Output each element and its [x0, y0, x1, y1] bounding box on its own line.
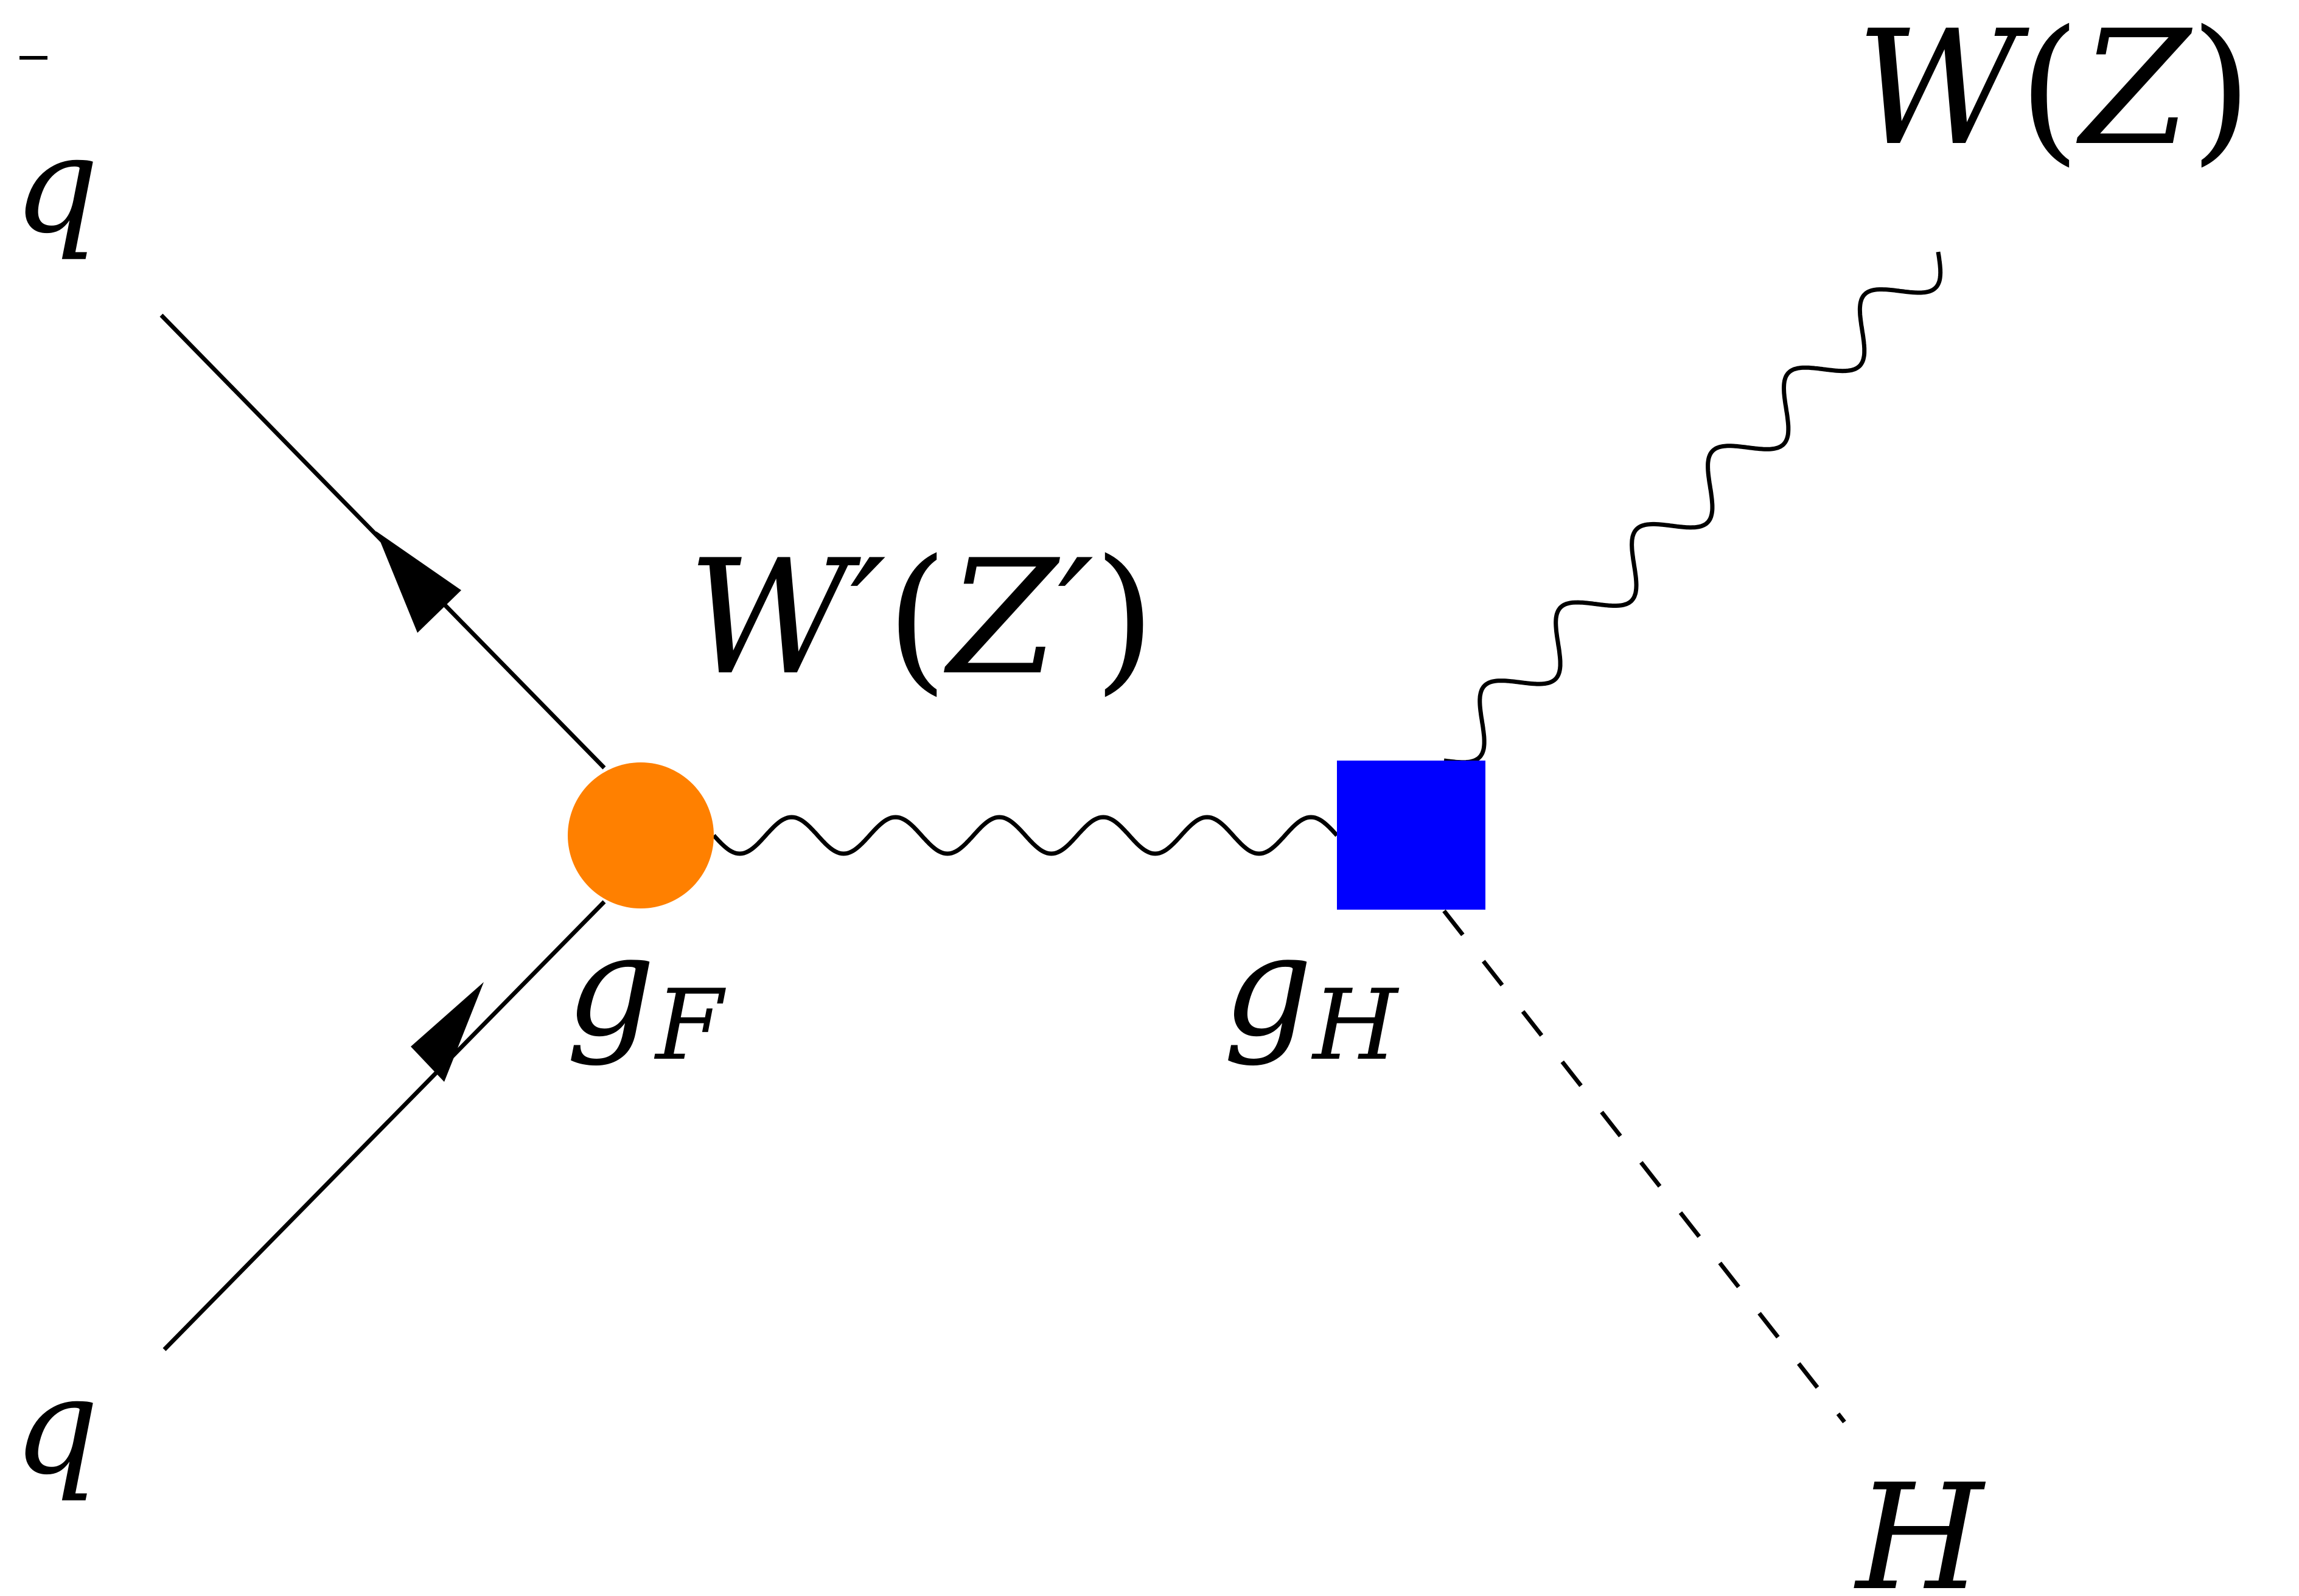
fermion-coupling-label: gF: [566, 905, 726, 1082]
higgs-coupling-vertex: [1337, 761, 1485, 910]
mediator-z-prime: Z′: [943, 526, 1095, 710]
fermion-coupling-subscript: F: [654, 968, 726, 1082]
quark-line: [162, 900, 606, 1351]
vector-boson-w: W: [1856, 0, 2031, 181]
higgs-coupling-subscript: H: [1311, 968, 1400, 1082]
antiquark-label: q: [13, 56, 99, 263]
mediator-w-prime: W′: [688, 526, 887, 710]
mediator-propagator-line: [712, 815, 1339, 856]
quark-arrow-icon: [411, 982, 484, 1082]
fermion-coupling-symbol: g: [566, 905, 655, 1068]
higgs-line: [1442, 909, 1846, 1424]
higgs-coupling-label: gH: [1223, 905, 1400, 1082]
fermion-coupling-vertex: [568, 762, 714, 908]
vector-boson-line: [1443, 251, 1943, 765]
mediator-label: W′(Z′): [688, 526, 1156, 710]
quark-label: q: [13, 1348, 99, 1504]
svg-text:q: q: [13, 107, 99, 263]
antiquark-arrow-icon: [376, 531, 461, 633]
antiquark-line: [159, 313, 606, 770]
higgs-label: H: [1854, 1452, 1986, 1596]
vector-boson-z: Z: [2076, 0, 2194, 181]
vector-boson-label: W(Z): [1856, 0, 2252, 181]
higgs-coupling-symbol: g: [1223, 905, 1313, 1068]
